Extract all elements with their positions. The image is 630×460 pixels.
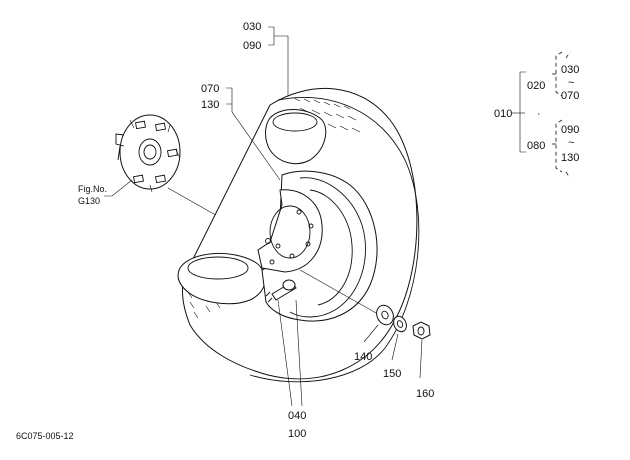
wheel-hub [115,114,181,193]
leader-lines [104,26,526,407]
drawing-code: 6C075-005-12 [16,431,74,441]
bom-tilde-2: ~ [568,137,574,149]
label-150: 150 [383,368,401,380]
bom-tilde-1: ~ [568,77,574,89]
nut-160 [412,321,431,340]
label-140: 140 [354,351,372,363]
bom-label-090: 090 [561,124,579,136]
bom-label-070: 070 [561,90,579,102]
label-100: 100 [288,428,306,440]
bom-label-020: 020 [527,80,545,92]
label-160: 160 [416,388,434,400]
fig-ref-label: G130 [78,196,100,206]
fig-no-label: Fig.No. [78,184,107,194]
bom-label-010: 010 [494,108,512,120]
label-130: 130 [201,99,219,111]
bom-brackets [551,51,571,179]
bom-label-130: 130 [561,152,579,164]
bom-dot: · [537,108,541,120]
label-090: 090 [243,40,261,52]
rim [257,170,386,322]
bom-label-030: 030 [561,64,579,76]
lock-washer-150 [393,315,407,333]
washer-140 [376,304,394,326]
valve-stem [265,279,297,303]
bom-label-080: 080 [527,140,545,152]
label-070: 070 [201,83,219,95]
label-030: 030 [243,21,261,33]
label-040: 040 [288,410,306,422]
